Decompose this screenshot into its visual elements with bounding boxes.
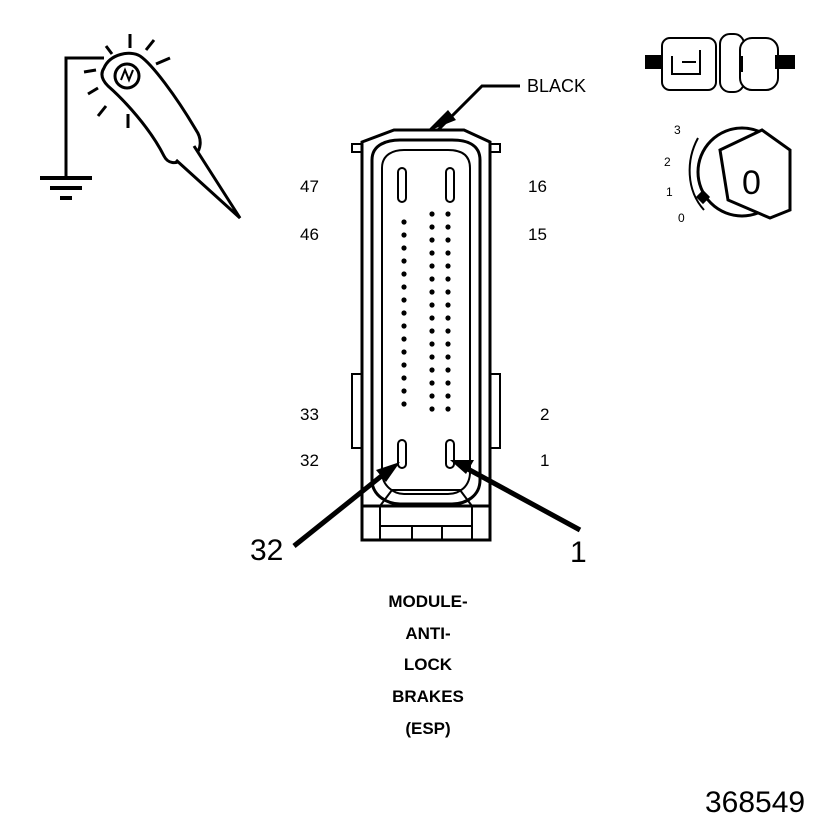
pin-dot	[429, 328, 435, 334]
pin-dot	[429, 354, 435, 360]
pin-label-16: 16	[528, 177, 547, 196]
pin-dot	[445, 341, 451, 347]
pin-dot	[445, 315, 451, 321]
pin-dot	[429, 341, 435, 347]
pin-dot	[445, 289, 451, 295]
pin-dot	[401, 336, 407, 342]
pin-dot	[429, 224, 435, 230]
pin-dot	[401, 323, 407, 329]
pin-dot	[445, 328, 451, 334]
pin-dot	[401, 219, 407, 225]
pin-dot	[401, 245, 407, 251]
pin-dot	[445, 263, 451, 269]
ignition-position-1: 1	[666, 185, 673, 199]
connector-color-label: BLACK	[527, 76, 586, 96]
pin-dot	[429, 393, 435, 399]
callout-arrow-32	[292, 462, 400, 548]
pin-dot	[429, 406, 435, 412]
pin-dot	[429, 315, 435, 321]
test-lamp-icon	[40, 34, 242, 220]
pin-dot	[401, 284, 407, 290]
pin-dot	[429, 263, 435, 269]
pin-dot	[429, 250, 435, 256]
pin-dot	[445, 250, 451, 256]
pin-dot	[429, 211, 435, 217]
pin-dot	[401, 232, 407, 238]
figure-number: 368549	[705, 786, 805, 819]
pin-dot	[429, 302, 435, 308]
pin-dot	[401, 388, 407, 394]
ignition-switch-icon: 3 2 1 0 0	[664, 123, 792, 225]
module-title-line-2: ANTI-	[405, 624, 450, 643]
pin-dot	[429, 289, 435, 295]
pin-dot	[429, 276, 435, 282]
pin-dot	[401, 310, 407, 316]
pin-dot	[429, 237, 435, 243]
pin-dot	[401, 401, 407, 407]
pin-label-1: 1	[540, 451, 549, 470]
pin-dot	[445, 393, 451, 399]
connector-face	[351, 128, 501, 542]
pin-dot	[401, 258, 407, 264]
small-pin-grid	[401, 211, 451, 412]
pin-dot	[445, 224, 451, 230]
callout-arrow-1	[450, 460, 582, 533]
pin-dot	[401, 349, 407, 355]
pin-dot	[445, 380, 451, 386]
ignition-position-0: 0	[678, 211, 685, 225]
ignition-position-3: 3	[674, 123, 681, 137]
pin-dot	[445, 406, 451, 412]
pin-dot	[429, 380, 435, 386]
ignition-key-glyph: 0	[742, 164, 761, 202]
module-title-line-4: BRAKES	[392, 687, 464, 706]
pin-dot	[401, 362, 407, 368]
pin-label-15: 15	[528, 225, 547, 244]
pin-dot	[401, 375, 407, 381]
module-title-line-5: (ESP)	[405, 719, 450, 738]
callout-label-1: 1	[570, 536, 587, 569]
pin-label-33: 33	[300, 405, 319, 424]
color-leader-arrow	[426, 84, 520, 136]
pin-label-32: 32	[300, 451, 319, 470]
disconnected-connector-icon	[645, 33, 795, 93]
pin-dot	[445, 211, 451, 217]
ground-icon	[40, 176, 92, 200]
pin-dot	[445, 237, 451, 243]
callout-label-32: 32	[250, 534, 283, 567]
pin-label-46: 46	[300, 225, 319, 244]
pin-dot	[429, 367, 435, 373]
pin-dot	[445, 367, 451, 373]
pin-dot	[445, 276, 451, 282]
pin-dot	[401, 271, 407, 277]
pin-label-47: 47	[300, 177, 319, 196]
pin-label-2: 2	[540, 405, 549, 424]
module-title-line-1: MODULE-	[388, 592, 467, 611]
pin-dot	[445, 354, 451, 360]
ignition-position-2: 2	[664, 155, 671, 169]
pin-dot	[401, 297, 407, 303]
module-title-line-3: LOCK	[404, 655, 453, 674]
pin-dot	[445, 302, 451, 308]
